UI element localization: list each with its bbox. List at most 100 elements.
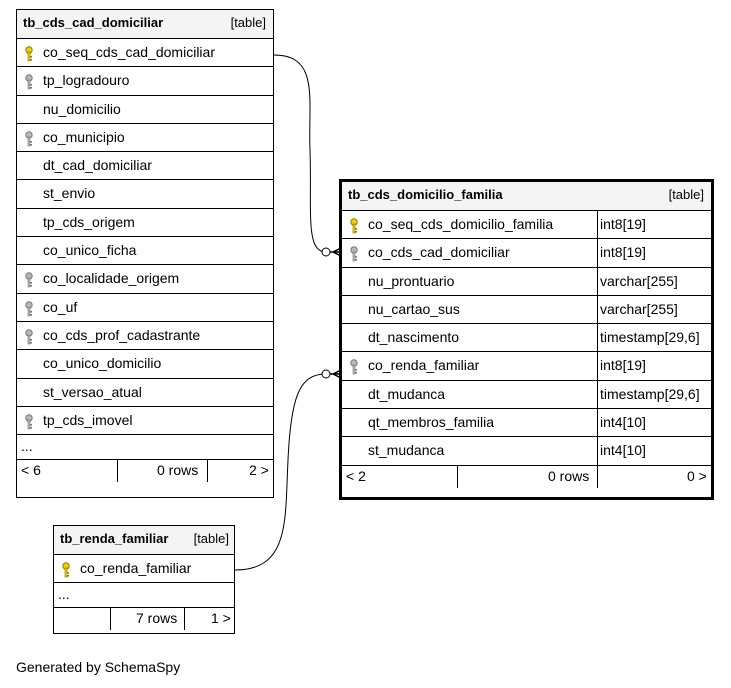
column-row[interactable]: st_mudanca int4[10]: [342, 437, 711, 466]
column-type: timestamp[29,6]: [600, 329, 700, 346]
column-name: qt_membros_familia: [368, 414, 495, 431]
column-name: dt_mudanca: [368, 385, 446, 402]
column-name: co_unico_ficha: [43, 242, 137, 259]
column-row[interactable]: tp_cds_origem: [17, 209, 273, 238]
column-row[interactable]: tp_logradouro: [17, 67, 273, 96]
column-type: int4[10]: [600, 442, 646, 459]
column-name: co_unico_domicilio: [43, 355, 162, 372]
table-footer: < 2 0 rows 0 >: [342, 465, 711, 488]
column-row[interactable]: st_versao_atual: [17, 379, 273, 407]
primary-key-icon: [350, 218, 362, 234]
column-row[interactable]: co_unico_domicilio: [17, 350, 273, 379]
column-row[interactable]: nu_domicilio: [17, 96, 273, 124]
table-footer: < 6 0 rows 2 >: [17, 460, 273, 483]
foreign-key-icon: [25, 272, 37, 288]
column-name: st_mudanca: [368, 442, 445, 459]
table-kind: [table]: [230, 15, 266, 30]
table-cds-domicilio-familia[interactable]: tb_cds_domicilio_familia [table] co_seq_…: [339, 179, 714, 500]
footer-row-count: 7 rows: [136, 610, 178, 627]
table-kind: [table]: [668, 187, 704, 202]
footer-row-count: 0 rows: [548, 467, 590, 484]
foreign-key-icon: [350, 359, 362, 375]
footer-children[interactable]: 1 >: [211, 610, 231, 627]
column-type: int8[19]: [600, 216, 646, 232]
column-name: co_seq_cds_cad_domiciliar: [43, 44, 215, 60]
column-row[interactable]: co_cds_prof_cadastrante: [17, 322, 273, 351]
column-row[interactable]: co_renda_familiar int8[19]: [342, 352, 711, 381]
column-row[interactable]: co_seq_cds_domicilio_familia int8[19]: [342, 211, 711, 240]
column-name: co_cds_cad_domiciliar: [368, 244, 510, 261]
column-row[interactable]: dt_mudanca timestamp[29,6]: [342, 380, 711, 410]
column-name: tp_cds_imovel: [43, 411, 133, 428]
foreign-key-icon: [25, 329, 37, 345]
foreign-key-icon: [25, 74, 37, 90]
connector-renda-familiar: [234, 373, 327, 571]
column-type: varchar[255]: [600, 300, 678, 317]
connector-end-circle: [321, 247, 331, 257]
column-name: co_cds_prof_cadastrante: [43, 326, 201, 343]
more-columns-ellipsis: ...: [17, 435, 273, 461]
foreign-key-icon: [25, 414, 37, 430]
primary-key-icon: [25, 46, 37, 62]
column-name: dt_nascimento: [368, 329, 460, 346]
table-header: tb_cds_domicilio_familia [table]: [342, 182, 711, 211]
column-name: nu_prontuario: [368, 272, 455, 289]
connector-end-circle: [321, 369, 331, 379]
column-name: co_seq_cds_domicilio_familia: [368, 216, 554, 232]
footer-children[interactable]: 0 >: [687, 467, 707, 484]
column-row[interactable]: tp_cds_imovel: [17, 407, 273, 436]
table-name: tb_renda_familiar: [60, 531, 169, 546]
column-row[interactable]: co_seq_cds_cad_domiciliar: [17, 39, 273, 68]
footer-children[interactable]: 2 >: [249, 462, 269, 479]
column-row[interactable]: dt_nascimento timestamp[29,6]: [342, 324, 711, 353]
column-name: co_renda_familiar: [80, 560, 192, 576]
column-row[interactable]: dt_cad_domiciliar: [17, 152, 273, 181]
column-name: co_municipio: [43, 128, 125, 145]
column-name: st_versao_atual: [43, 383, 142, 400]
table-header: tb_cds_cad_domiciliar [table]: [17, 10, 273, 39]
column-row[interactable]: co_cds_cad_domiciliar int8[19]: [342, 239, 711, 268]
column-type: int8[19]: [600, 244, 646, 261]
foreign-key-icon: [25, 131, 37, 147]
column-name: co_uf: [43, 298, 78, 315]
column-name: tp_logradouro: [43, 72, 130, 89]
table-name: tb_cds_domicilio_familia: [348, 187, 503, 202]
column-type: varchar[255]: [600, 272, 678, 289]
column-row[interactable]: co_uf: [17, 294, 273, 322]
column-row[interactable]: nu_cartao_sus varchar[255]: [342, 295, 711, 325]
column-row[interactable]: co_municipio: [17, 124, 273, 153]
table-name: tb_cds_cad_domiciliar: [23, 15, 164, 30]
column-name: tp_cds_origem: [43, 213, 135, 230]
footer-parents[interactable]: < 2: [346, 467, 366, 484]
column-type: int8[19]: [600, 357, 646, 374]
foreign-key-icon: [350, 246, 362, 262]
table-cds-cad-domiciliar[interactable]: tb_cds_cad_domiciliar [table] co_seq_cds…: [16, 9, 274, 498]
column-type: int4[10]: [600, 414, 646, 431]
table-header: tb_renda_familiar [table]: [54, 526, 234, 555]
generated-by-label: Generated by SchemaSpy: [16, 659, 181, 675]
column-row[interactable]: co_unico_ficha: [17, 237, 273, 266]
column-row[interactable]: qt_membros_familia int4[10]: [342, 409, 711, 438]
column-name: nu_domicilio: [43, 100, 121, 117]
column-name: dt_cad_domiciliar: [43, 157, 152, 174]
column-type: timestamp[29,6]: [600, 385, 700, 402]
more-columns-ellipsis: ...: [54, 583, 234, 609]
column-name: co_localidade_origem: [43, 270, 180, 287]
table-footer: 7 rows 1 >: [54, 608, 234, 631]
ellipsis-text: ...: [58, 586, 70, 603]
column-name: nu_cartao_sus: [368, 300, 460, 317]
footer-row-count: 0 rows: [157, 462, 199, 479]
primary-key-icon: [62, 562, 74, 578]
column-row[interactable]: st_envio: [17, 180, 273, 209]
foreign-key-icon: [25, 300, 37, 317]
column-row[interactable]: co_renda_familiar: [54, 555, 234, 584]
column-name: st_envio: [43, 185, 96, 202]
footer-parents[interactable]: < 6: [21, 462, 41, 479]
table-renda-familiar[interactable]: tb_renda_familiar [table] co_renda_famil…: [53, 525, 235, 634]
ellipsis-text: ...: [21, 438, 33, 455]
connector-cad-domiciliar: [273, 54, 327, 253]
table-kind: [table]: [193, 531, 229, 546]
column-row[interactable]: co_localidade_origem: [17, 265, 273, 294]
column-name: co_renda_familiar: [368, 357, 480, 374]
column-row[interactable]: nu_prontuario varchar[255]: [342, 267, 711, 296]
